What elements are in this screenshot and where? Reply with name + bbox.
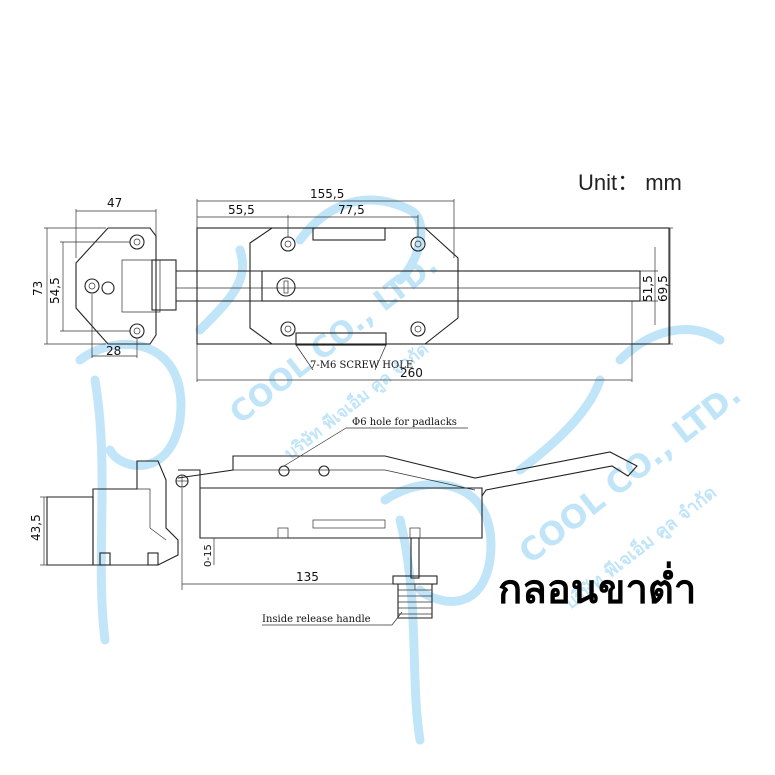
hinge-hole-bottom-inner (133, 327, 141, 335)
dim-hole-right-label: 77,5 (338, 203, 365, 217)
hinge-hole-top-inner (133, 238, 141, 246)
watermark-logo-swirl (75, 195, 426, 645)
slot-top (312, 227, 386, 241)
dim-height-large-label: 69,5 (656, 275, 670, 302)
hinge-hole-bottom (129, 323, 145, 339)
dim-base-label: 28 (106, 344, 121, 358)
dim-height-inner-label: 54,5 (48, 277, 62, 304)
dim-height-outer-label: 73 (31, 281, 45, 296)
side-view: 43,5 0-15 135 Φ6 hole for padlacks Insid… (29, 417, 638, 626)
lock-cylinder (276, 277, 296, 297)
release-shaft (410, 537, 420, 579)
latch-housing (178, 469, 483, 539)
screw-hole-3-inner (284, 325, 292, 333)
strike-foot-2 (147, 552, 159, 566)
dim-hole-left-label: 55,5 (228, 203, 255, 217)
screw-hole-3 (280, 321, 296, 337)
dim-height-small-label: 51,5 (641, 275, 655, 302)
dim-gap-label: 0-15 (203, 544, 214, 567)
padlock-hole-1 (278, 465, 290, 477)
hinge-plate (75, 227, 157, 345)
dim-width-label: 47 (107, 196, 122, 210)
hinge-knuckle (151, 259, 177, 311)
dim-side-height-label: 43,5 (29, 514, 43, 541)
dim-overall-latch-label: 155,5 (310, 187, 344, 201)
lock-keyhole (283, 280, 289, 294)
strike-foot-1 (99, 552, 111, 566)
housing-slot (312, 519, 386, 529)
hinge-hole-mid-inner (88, 282, 96, 290)
handle-rod (261, 270, 641, 302)
housing-foot-1 (277, 527, 289, 539)
hinge-hole-mid (84, 278, 100, 294)
strike-block (46, 496, 94, 566)
handle-lever-edge (233, 469, 476, 491)
screw-hole-4-inner (414, 325, 422, 333)
top-view: 47 73 54,5 28 155,5 55,5 77,5 51,5 (31, 187, 673, 382)
screw-hole-1 (280, 236, 296, 252)
screw-hole-2-inner (414, 240, 422, 248)
product-title: กลอนขาต่ำ (498, 561, 696, 613)
screw-hole-4 (410, 321, 426, 337)
padlock-note: Φ6 hole for padlacks (352, 417, 457, 428)
release-knob (397, 583, 433, 619)
strike-body (92, 460, 179, 566)
slot-bottom (295, 332, 387, 346)
screw-hole-note: 7-M6 SCREW HOLE (310, 360, 413, 371)
release-note: Inside release handle (262, 614, 371, 625)
watermark-company-en: COOL CO., LTD. (223, 248, 444, 432)
release-knob-collar (392, 575, 438, 585)
hinge-inner (121, 259, 161, 313)
dim-total-length-label: 260 (400, 366, 423, 380)
dim-side-length-label: 135 (296, 570, 319, 584)
screw-hole-1-inner (284, 240, 292, 248)
latch-body (196, 227, 670, 345)
unit-label: Unit： mm (578, 170, 682, 195)
hinge-hole-right (101, 281, 115, 295)
housing-foot-2 (409, 527, 421, 539)
watermark-logo-swirl-2 (380, 325, 725, 745)
strike-inner (137, 488, 167, 541)
hinge-hole-top (129, 234, 145, 250)
handle-lever (177, 451, 638, 497)
padlock-hole-2 (318, 465, 330, 477)
